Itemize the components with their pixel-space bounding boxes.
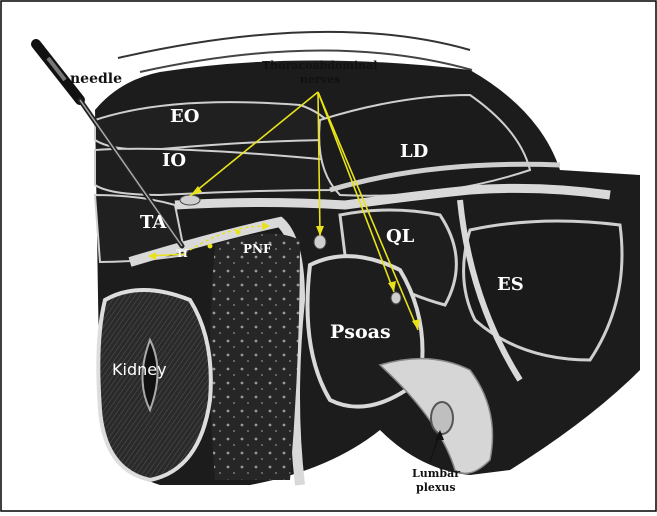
ql-label: QL bbox=[386, 228, 414, 246]
tf-label: Tf bbox=[176, 250, 188, 260]
io-label: IO bbox=[162, 152, 186, 170]
pnf-label: PNF bbox=[243, 243, 272, 255]
ld-label: LD bbox=[400, 143, 428, 161]
eo-label: EO bbox=[170, 108, 199, 126]
perirenal-fat bbox=[210, 234, 300, 480]
lumbar-plexus-label-line2: plexus bbox=[416, 482, 456, 493]
nerve-ql bbox=[391, 292, 401, 304]
lumbar-plexus-label-line1: Lumbar bbox=[412, 468, 460, 479]
nerve-pnf bbox=[314, 235, 326, 249]
lumbar-plexus-root bbox=[431, 402, 453, 434]
psoas-label: Psoas bbox=[330, 323, 391, 342]
nerve-io-ta bbox=[180, 195, 200, 205]
es-label: ES bbox=[497, 276, 524, 294]
thoracoabdominal-label-line1: Thoracoabdominal bbox=[262, 60, 377, 71]
kidney-label: Kidney bbox=[112, 362, 167, 378]
ta-label: TA bbox=[140, 214, 166, 232]
needle-label: needle bbox=[70, 72, 122, 86]
thoracoabdominal-label-line2: nerves bbox=[300, 74, 340, 85]
